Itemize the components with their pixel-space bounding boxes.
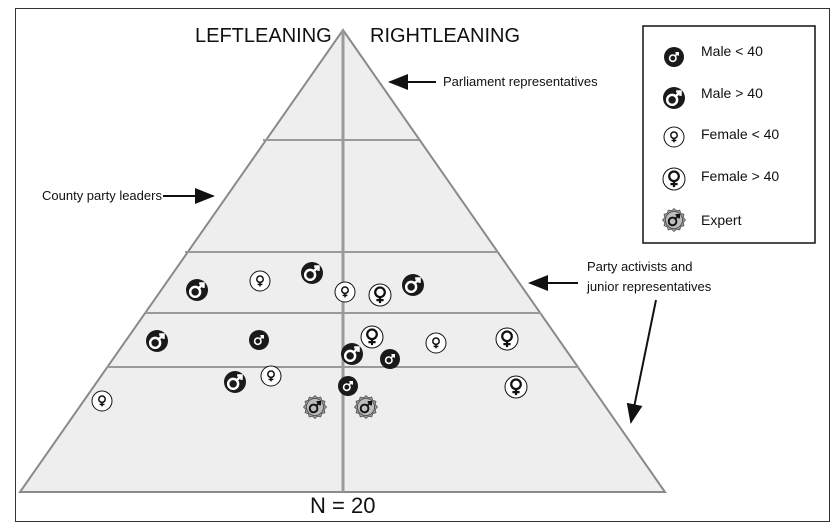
male-young-icon — [664, 47, 684, 67]
legend-label: Female < 40 — [701, 126, 779, 142]
male-old-icon — [341, 343, 363, 365]
right-leaning-heading: RIGHTLEANING — [370, 25, 520, 47]
left-leaning-heading: LEFTLEANING — [195, 25, 332, 47]
male-old-icon — [186, 279, 208, 301]
female-young-icon — [425, 332, 447, 354]
respondents — [91, 262, 528, 420]
male-young-icon — [249, 330, 269, 350]
legend-item-expert: Expert — [661, 207, 742, 233]
activists-label-line2: junior representatives — [586, 279, 712, 294]
expert-icon — [661, 207, 687, 233]
legend-label: Male < 40 — [701, 43, 763, 59]
legend-label: Male > 40 — [701, 85, 763, 101]
male-old-icon — [301, 262, 323, 284]
female-old-icon — [495, 327, 519, 351]
male-old-icon — [663, 87, 685, 109]
outer-border — [15, 8, 830, 522]
county-label: County party leaders — [42, 188, 162, 203]
parliament-label: Parliament representatives — [443, 74, 598, 89]
female-young-icon — [91, 390, 113, 412]
female-young-icon — [249, 270, 271, 292]
sample-size: N = 20 — [310, 493, 375, 518]
female-old-icon — [662, 167, 686, 191]
male-old-icon — [146, 330, 168, 352]
legend-item-female-old: Female > 40 — [662, 167, 779, 191]
activists-arrow-down — [626, 299, 657, 424]
male-old-icon — [402, 274, 424, 296]
expert-icon — [353, 394, 379, 420]
legend-item-female-young: Female < 40 — [663, 126, 779, 148]
legend-label: Female > 40 — [701, 168, 779, 184]
activists-label-line1: Party activists and — [587, 259, 693, 274]
female-young-icon — [260, 365, 282, 387]
male-old-icon — [224, 371, 246, 393]
legend-label: Expert — [701, 212, 742, 228]
female-young-icon — [334, 281, 356, 303]
female-old-icon — [360, 325, 384, 349]
male-young-icon — [338, 376, 358, 396]
legend-item-male-young: Male < 40 — [664, 43, 763, 67]
female-old-icon — [504, 375, 528, 399]
female-old-icon — [368, 283, 392, 307]
female-young-icon — [663, 126, 685, 148]
legend-item-male-old: Male > 40 — [663, 85, 763, 109]
male-young-icon — [380, 349, 400, 369]
expert-icon — [302, 394, 328, 420]
